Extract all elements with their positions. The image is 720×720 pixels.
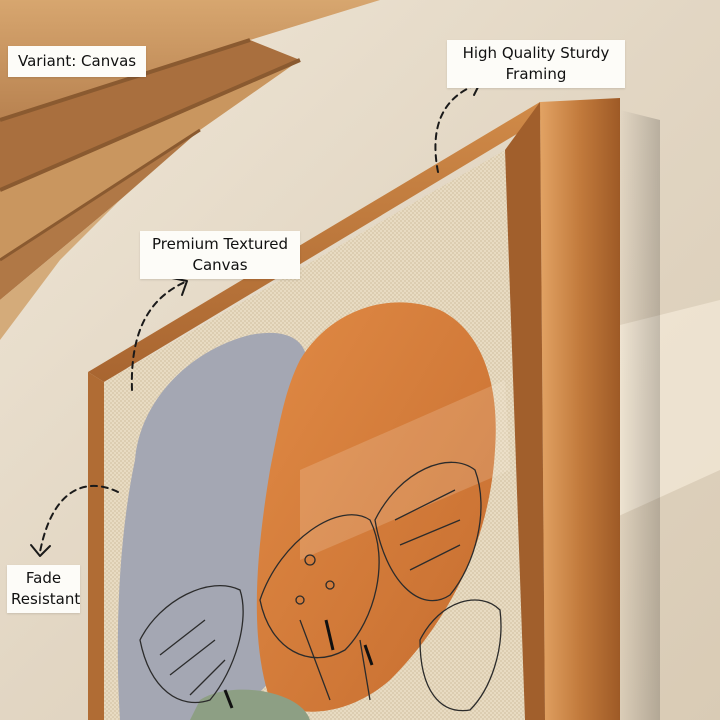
wooden-ceiling <box>0 0 380 340</box>
monstera-leaf-icon <box>139 461 502 712</box>
canvas-label-line-2: Canvas <box>192 256 248 274</box>
canvas-label-line-1: Premium Textured <box>152 235 288 253</box>
variant-label-text: Variant: Canvas <box>18 52 137 70</box>
fade-label-line-1: Fade <box>25 569 62 587</box>
framing-label-line-2: Framing <box>505 65 567 83</box>
frame-side <box>540 98 620 720</box>
variant-label: Variant: Canvas <box>8 46 147 77</box>
fade-label-line-2: Resistant <box>11 590 81 608</box>
frame-left-edge <box>88 372 104 720</box>
frame-top-edge <box>88 102 560 382</box>
fade-label: Fade Resistant <box>7 565 80 613</box>
dashed-curved-arrow-icon <box>39 83 479 553</box>
orange-brush-stroke <box>256 302 496 712</box>
framing-label-line-1: High Quality Sturdy <box>462 44 610 62</box>
framing-label: High Quality Sturdy Framing <box>447 40 625 88</box>
canvas-label: Premium Textured Canvas <box>140 231 300 279</box>
green-accent <box>190 689 310 720</box>
frame-inner-lip <box>505 102 545 720</box>
